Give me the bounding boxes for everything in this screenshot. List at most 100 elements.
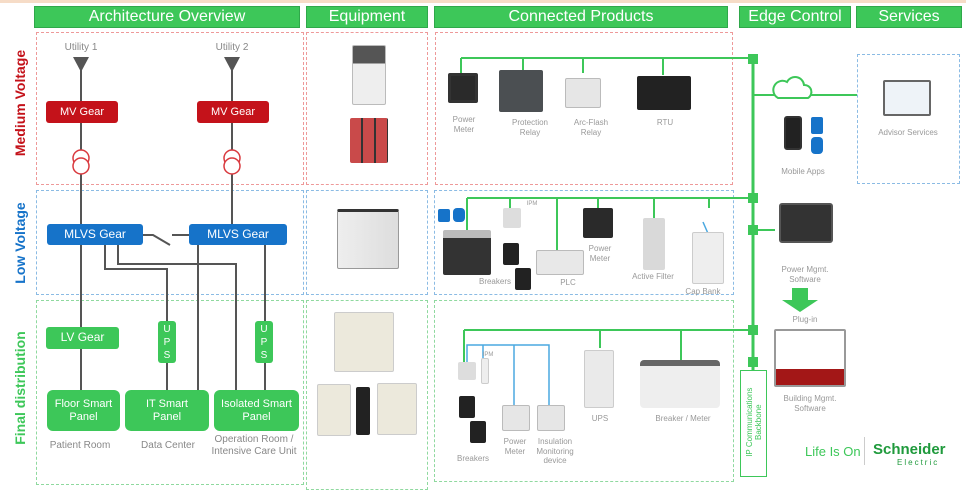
header-services: Services: [856, 6, 962, 28]
rtu-image: [637, 76, 691, 110]
ip-backbone-label: IP Communications Backbone: [744, 387, 763, 457]
fd-breaker-2-image: [470, 421, 486, 443]
edge-node-fd: [748, 325, 758, 335]
active-filter-image: [643, 218, 665, 270]
zone-arch-fd: [36, 300, 304, 485]
label-breakers-fd: Breakers: [456, 454, 489, 463]
location-patient-room: Patient Room: [49, 440, 111, 451]
mv-switchgear-image: [352, 45, 386, 105]
mv-transformer-image: [350, 118, 388, 163]
breaker-2-image: [515, 268, 531, 290]
cap-bank-image: [692, 232, 724, 284]
utility1-icon: [73, 57, 89, 72]
wire-tie-switch: [143, 234, 171, 246]
power-meter-mv-image: [448, 73, 478, 103]
top-accent-bar: [0, 0, 966, 3]
breaker-module-image: [503, 208, 521, 228]
power-mgmt-monitor-image: [779, 203, 833, 243]
label-advisor-services: Advisor Services: [878, 128, 938, 137]
mobile-phone-image: [784, 116, 802, 150]
plc-image: [536, 250, 584, 275]
power-meter-lv-image: [583, 208, 613, 238]
ip-backbone-box: [740, 370, 767, 477]
fd-ipm-image: [481, 358, 489, 384]
insulation-monitor-image: [537, 405, 565, 431]
edge-node-backbone: [748, 357, 758, 367]
plugin-arrow-icon: [782, 288, 818, 312]
mlvs-gear-2: MLVS Gear: [189, 224, 287, 245]
label-building-mgmt-software: Building Mgmt. Software: [783, 394, 837, 413]
fd-power-meter-image: [502, 405, 530, 431]
wire-mlvs1-isolated: [117, 245, 237, 390]
label-arc-flash-relay: Arc-Flash Relay: [573, 118, 609, 137]
label-cap-bank: Cap Bank: [685, 287, 721, 296]
zone-arch-mv: [36, 32, 304, 185]
mv-gear-1: MV Gear: [46, 101, 118, 123]
zone-connected-mv: [435, 32, 733, 185]
advisor-services-image: [883, 80, 931, 116]
label-protection-relay: Protection Relay: [511, 118, 549, 137]
header-edge-control: Edge Control: [739, 6, 851, 28]
breaker-1-image: [503, 243, 519, 265]
zone-equipment-lv: [306, 190, 428, 295]
isolated-smart-panel: Isolated Smart Panel: [214, 390, 299, 431]
lv-gear: LV Gear: [46, 327, 119, 349]
header-equipment: Equipment: [306, 6, 428, 28]
modbus-line: [466, 344, 550, 405]
lv-switchboard-image: [337, 209, 399, 269]
ups-1: U P S: [158, 321, 176, 363]
edge-bluetooth-icon: [811, 137, 823, 154]
utility-2-label: Utility 2: [215, 42, 249, 53]
wire-mlvs1-ups1: [104, 245, 168, 395]
nfc-icon: [438, 209, 450, 222]
fd-cabinet-image: [317, 384, 351, 436]
label-rtu: RTU: [656, 118, 674, 127]
zone-arch-lv: [36, 190, 304, 295]
fd-breaker-module-image: [458, 362, 476, 380]
label-power-meter-fd: Power Meter: [503, 437, 527, 456]
label-insulation-monitoring: Insulation Monitoring device: [536, 437, 574, 466]
zone-services: [857, 54, 960, 184]
air-breaker-image: [443, 230, 491, 275]
label-plug-in: Plug-in: [792, 315, 818, 324]
ups-unit-image: [584, 350, 614, 408]
label-ups: UPS: [591, 414, 609, 423]
breaker-meter-rail-image: [640, 360, 720, 408]
label-plc: PLC: [560, 278, 576, 287]
floor-smart-panel: Floor Smart Panel: [47, 390, 120, 431]
header-connected-products: Connected Products: [434, 6, 728, 28]
label-power-meter-mv: Power Meter: [452, 115, 476, 134]
ups-2: U P S: [255, 321, 273, 363]
zone-connected-lv: [434, 190, 734, 295]
mlvs-gear-1: MLVS Gear: [47, 224, 143, 245]
edge-node-power-mgmt: [748, 225, 758, 235]
bluetooth-icon: [453, 208, 465, 222]
fd-rack-image: [356, 387, 370, 435]
fd-breaker-1-image: [459, 396, 475, 418]
fd-cabinets-image: [377, 383, 417, 435]
location-operation-room: Operation Room / Intensive Care Unit: [211, 434, 297, 457]
cloud-icon: [772, 76, 813, 99]
edge-node-lv: [748, 193, 758, 203]
schneider-logo: Schneider: [873, 441, 946, 458]
building-mgmt-screen-image: [774, 329, 846, 387]
electric-logo-text: Electric: [897, 458, 940, 467]
mv-gear-2: MV Gear: [197, 101, 269, 123]
header-architecture-overview: Architecture Overview: [34, 6, 300, 28]
zone-connected-fd: [434, 300, 734, 482]
edge-nfc-icon: [811, 117, 823, 134]
label-power-meter-lv: Power Meter: [588, 244, 612, 263]
it-smart-panel: IT Smart Panel: [125, 390, 209, 431]
protection-relay-image: [499, 70, 543, 112]
utility-1-label: Utility 1: [64, 42, 98, 53]
label-mobile-apps: Mobile Apps: [781, 167, 825, 176]
logo-separator: [864, 437, 865, 465]
zone-equipment-fd: [306, 300, 428, 490]
fd-panel-image: [334, 312, 394, 372]
label-power-mgmt-software: Power Mgmt. Software: [781, 265, 829, 284]
zone-equipment-mv: [306, 32, 428, 185]
utility2-icon: [224, 57, 240, 72]
location-data-center: Data Center: [141, 440, 195, 451]
label-active-filter: Active Filter: [632, 272, 674, 281]
arc-flash-relay-image: [565, 78, 601, 108]
